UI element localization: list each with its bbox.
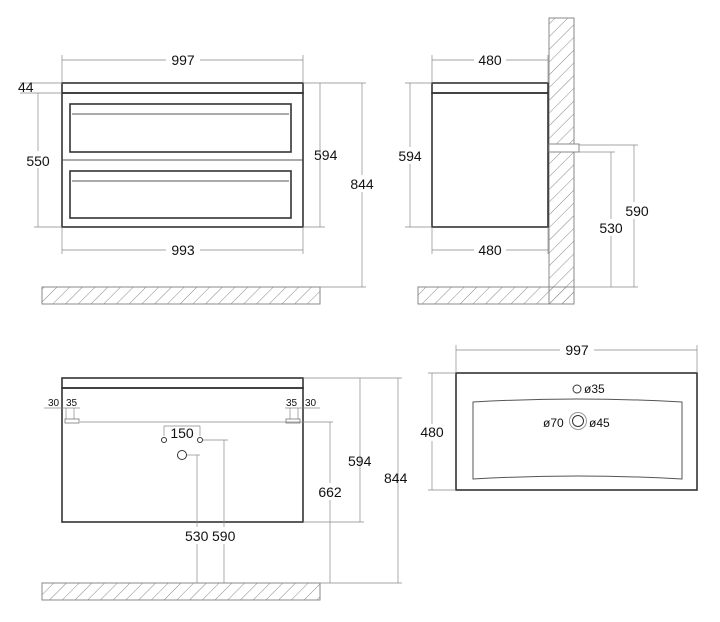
dim-total-height: 844 (350, 176, 374, 192)
dim-width-top: 997 (171, 52, 195, 68)
dim-height: 594 (398, 148, 422, 164)
dim-bracket-height: 662 (318, 484, 342, 500)
dim-width: 997 (565, 342, 589, 358)
wall-bracket (548, 143, 580, 153)
dim-edge-left: 30 (48, 398, 60, 409)
dim-top-thickness: 44 (18, 79, 34, 95)
side-view: 480 594 480 590 530 (394, 17, 652, 305)
dim-height: 594 (348, 453, 372, 469)
cabinet-rear (61, 387, 304, 523)
dim-bracket-right: 35 (286, 398, 298, 409)
hanging-bracket (64, 418, 80, 424)
water-inlet (197, 437, 203, 443)
drain-label: ø45 (589, 416, 610, 430)
wall-hatch (548, 17, 575, 305)
dim-bracket-lower: 530 (599, 220, 623, 236)
floor-hatch (417, 286, 575, 305)
dim-tap-height: 590 (212, 528, 236, 544)
hanging-bracket (285, 418, 301, 424)
lower-drawer (69, 170, 292, 219)
dim-depth-top: 480 (478, 52, 502, 68)
dim-bracket-upper: 590 (625, 203, 649, 219)
top-view: 997 480 ø35 ø70 ø45 (419, 341, 698, 491)
tap-hole-label: ø35 (584, 382, 605, 396)
basin-bowl (472, 398, 683, 480)
drain-outlet (177, 450, 187, 460)
cabinet-side (431, 92, 549, 228)
dim-bracket-left: 35 (66, 398, 78, 409)
dim-depth-bottom: 480 (478, 242, 502, 258)
dim-width-bottom: 993 (171, 242, 195, 258)
dim-height: 594 (314, 147, 338, 163)
water-inlet (161, 437, 167, 443)
dim-depth: 480 (420, 424, 444, 440)
floor-hatch (41, 582, 321, 601)
floor-hatch (41, 286, 321, 305)
drain-hole (572, 415, 584, 427)
rear-view: 30 35 35 30 150 530 590 662 594 844 (41, 377, 408, 601)
front-view: 997 44 550 594 844 993 (18, 50, 378, 305)
dim-drain-height: 530 (185, 528, 209, 544)
basin-outline (455, 372, 698, 491)
dim-tap-spacing: 150 (170, 425, 194, 441)
dim-total-height: 844 (384, 470, 408, 486)
overflow-label: ø70 (543, 416, 564, 430)
tap-hole (572, 384, 582, 394)
countertop (61, 82, 304, 94)
dim-edge-right: 30 (305, 398, 317, 409)
upper-drawer (69, 103, 292, 153)
dim-body-height: 550 (26, 153, 50, 169)
